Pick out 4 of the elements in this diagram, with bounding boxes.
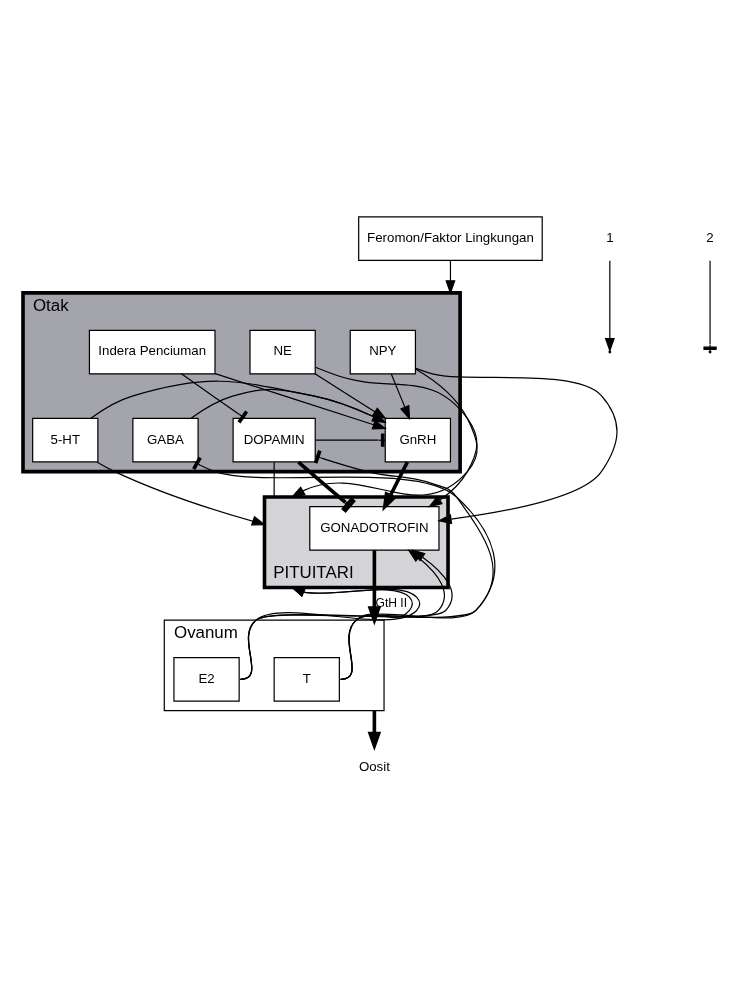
legend-label: 1	[606, 229, 614, 245]
edge-label: GtH II	[375, 595, 408, 610]
legend-label: 2	[706, 229, 714, 245]
node-text: Oosit	[358, 758, 390, 774]
